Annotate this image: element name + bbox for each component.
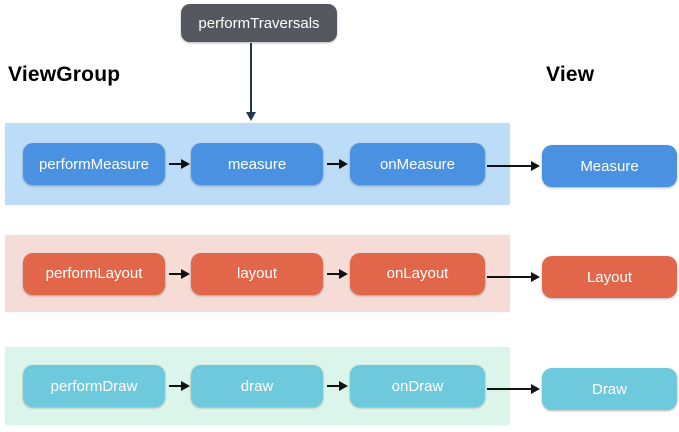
node-draw: draw bbox=[191, 365, 323, 407]
arrow-right-icon bbox=[169, 159, 190, 169]
arrow-right-icon bbox=[487, 161, 540, 171]
arrow-right-icon bbox=[487, 384, 540, 394]
measure-phase-container: performMeasure measure onMeasure bbox=[5, 123, 510, 205]
node-perform-traversals: performTraversals bbox=[181, 4, 337, 42]
arrow-right-icon bbox=[487, 272, 540, 282]
node-perform-draw: performDraw bbox=[23, 365, 165, 407]
arrow-right-icon bbox=[327, 268, 348, 279]
node-measure: measure bbox=[191, 143, 323, 185]
node-layout: layout bbox=[191, 252, 323, 295]
draw-phase-container: performDraw draw onDraw bbox=[5, 347, 510, 425]
arrow-down-icon bbox=[246, 43, 256, 121]
node-on-draw: onDraw bbox=[350, 365, 485, 407]
node-on-layout: onLayout bbox=[350, 252, 485, 295]
arrow-right-icon bbox=[169, 268, 190, 279]
node-on-measure: onMeasure bbox=[350, 143, 485, 185]
node-perform-layout: performLayout bbox=[23, 252, 165, 295]
node-perform-measure: performMeasure bbox=[23, 143, 165, 185]
heading-viewgroup: ViewGroup bbox=[8, 63, 121, 86]
layout-phase-container: performLayout layout onLayout bbox=[5, 235, 510, 312]
node-measure-result: Measure bbox=[542, 145, 677, 187]
arrow-right-icon bbox=[327, 381, 348, 391]
arrow-right-icon bbox=[169, 381, 190, 391]
node-draw-result: Draw bbox=[542, 368, 677, 410]
arrow-right-icon bbox=[327, 159, 348, 169]
heading-view: View bbox=[546, 63, 595, 86]
node-layout-result: Layout bbox=[542, 256, 677, 298]
